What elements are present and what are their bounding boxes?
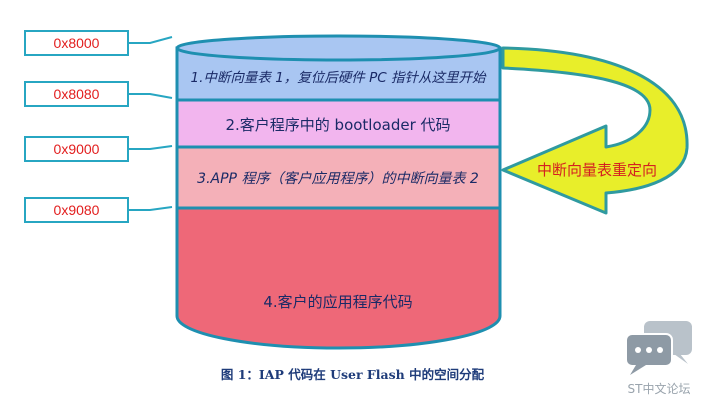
segment-2-label: 2.客户程序中的 bootloader 代码 [225,116,450,134]
watermark-text: ST中文论坛 [627,382,691,396]
address-label: 0x9000 [54,141,100,157]
chat-bubbles-icon [625,321,692,375]
segment-1-label: 1.中断向量表 1，复位后硬件 PC 指针从这里开始 [191,70,487,86]
cylinder [175,34,502,350]
segment-3-label: 3.APP 程序（客户应用程序）的中断向量表 2 [197,171,479,187]
address-0x8080: 0x8080 [24,81,173,107]
redirect-arrow-shape [501,46,689,215]
address-0x9000: 0x9000 [24,136,173,162]
segment-4-shape [175,206,502,350]
address-0x8000: 0x8000 [24,30,173,56]
segment-4-label: 4.客户的应用程序代码 [263,293,412,311]
redirect-arrow: 中断向量表重定向 [501,46,689,215]
address-0x9080: 0x9080 [24,197,173,223]
watermark: ST中文论坛 [618,318,700,403]
figure-caption: 图 1：IAP 代码在 User Flash 中的空间分配 [220,367,485,382]
redirect-arrow-label: 中断向量表重定向 [537,161,657,179]
cylinder-top [175,34,502,62]
address-label: 0x8080 [54,86,100,102]
address-label: 0x9080 [54,202,100,218]
address-label: 0x8000 [54,35,100,51]
